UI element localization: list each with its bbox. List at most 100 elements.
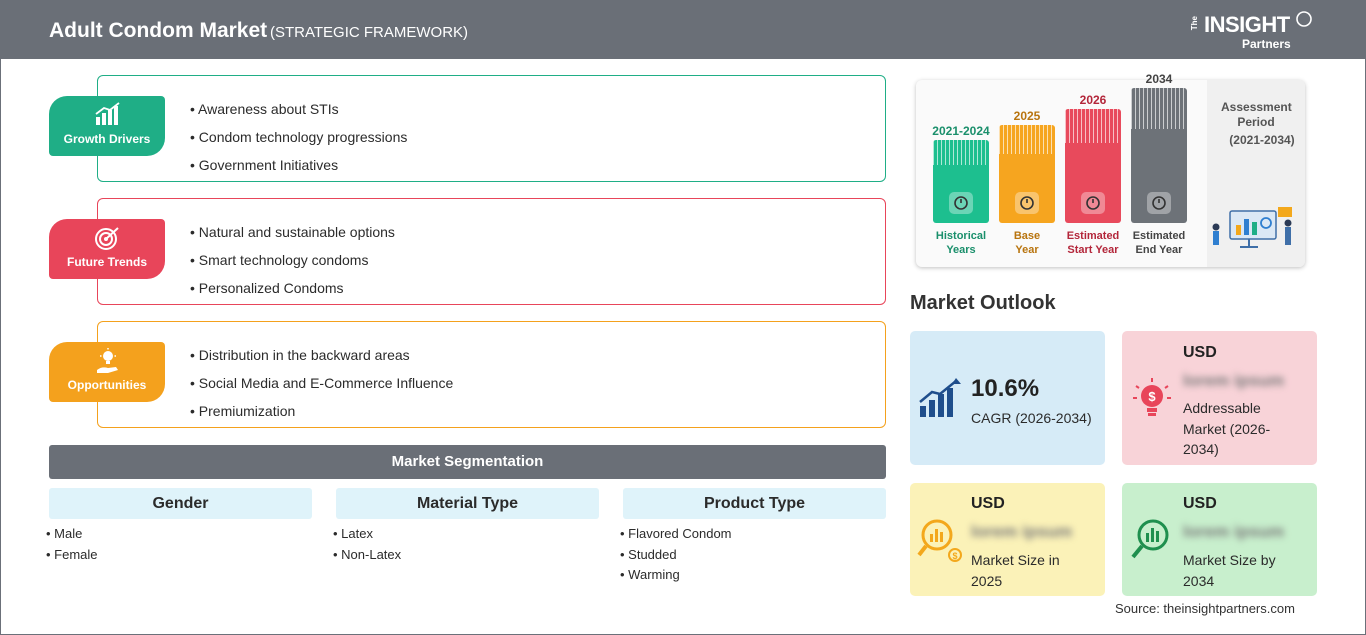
list-item: Natural and sustainable options	[190, 218, 395, 246]
size-2034-label: Market Size by 2034	[1183, 550, 1276, 591]
addressable-label: Addressable Market (2026- 2034)	[1183, 398, 1270, 460]
magnifier-chart-icon	[1131, 519, 1169, 559]
segment-header-gender: Gender	[49, 488, 312, 519]
magnifier-chart-icon: $	[917, 519, 962, 562]
assessment-bar	[1065, 109, 1121, 223]
logo-the-text: The	[1190, 16, 1199, 31]
opportunities-label: Opportunities	[67, 378, 147, 392]
size-2025-usd: USD	[971, 495, 1005, 512]
assessment-bar-label-line: Base	[1013, 230, 1041, 242]
growth-drivers-badge: Growth Drivers	[49, 96, 165, 156]
source-text[interactable]: Source: theinsightpartners.com	[1115, 601, 1295, 616]
size-2034-usd: USD	[1183, 495, 1217, 512]
list-item: Studded	[620, 545, 732, 566]
svg-text:$: $	[952, 551, 957, 561]
market-segmentation-header: Market Segmentation	[49, 445, 886, 479]
opportunities-box: Distribution in the backward areas Socia…	[97, 321, 886, 428]
addressable-value-blurred: lorem ipsum	[1183, 371, 1285, 390]
size-2034-label-line: 2034	[1183, 572, 1215, 589]
list-item: Smart technology condoms	[190, 246, 395, 274]
logo-partners-text: Partners	[1242, 37, 1291, 51]
opportunities-list: Distribution in the backward areas Socia…	[190, 341, 453, 425]
history-icon	[948, 191, 974, 220]
segment-header-product-type: Product Type	[623, 488, 886, 519]
list-item: Government Initiatives	[190, 151, 407, 179]
analytics-people-icon	[1212, 207, 1292, 248]
size-2025-label-line: 2025	[971, 572, 1003, 589]
list-item: Latex	[333, 524, 401, 545]
market-outlook-title: Market Outlook	[910, 292, 1056, 314]
assessment-bar-label-line: Estimated	[1132, 230, 1186, 242]
addressable-label-line: Market (2026-	[1183, 420, 1271, 437]
cagr-label: CAGR (2026-2034)	[971, 410, 1092, 426]
assessment-bar-label-line: Historical	[935, 230, 987, 242]
list-item: Male	[46, 524, 98, 545]
list-item: Warming	[620, 565, 732, 586]
growth-drivers-box: Awareness about STIs Condom technology p…	[97, 75, 886, 182]
growth-drivers-label: Growth Drivers	[63, 132, 151, 146]
size-2034-value-blurred: lorem ipsum	[1183, 522, 1285, 541]
presentation-icon	[1146, 191, 1172, 220]
assessment-bar-year: 2021-2024	[932, 124, 990, 138]
addressable-label-line: Addressable	[1183, 400, 1261, 416]
growth-drivers-list: Awareness about STIs Condom technology p…	[190, 95, 407, 179]
assessment-bar-year: 2025	[1013, 109, 1041, 123]
lightbulb-dollar-icon: $	[1133, 378, 1171, 416]
page-subtitle: (STRATEGIC FRAMEWORK)	[270, 24, 469, 41]
list-item: Condom technology progressions	[190, 123, 408, 151]
assessment-bar-stripe	[1131, 88, 1187, 129]
list-item: Awareness about STIs	[190, 95, 407, 123]
assessment-bar-label-line: Year	[1015, 244, 1039, 256]
segment-header-material-type: Material Type	[336, 488, 599, 519]
assessment-title: Assessment Period	[1221, 100, 1292, 129]
addressable-usd: USD	[1183, 344, 1217, 361]
size-2025-value-blurred: lorem ipsum	[971, 522, 1073, 541]
size-2025-label-line: Market Size in	[971, 552, 1060, 568]
list-item: Non-Latex	[333, 545, 401, 566]
lightbulb-hand-icon	[97, 348, 118, 373]
future-trends-label: Future Trends	[66, 255, 147, 269]
list-item: Distribution in the backward areas	[190, 341, 453, 369]
opportunities-badge: Opportunities	[49, 342, 165, 402]
svg-text:$: $	[1148, 389, 1156, 404]
assessment-bar	[999, 125, 1055, 223]
segment-list-material-type: Latex Non-Latex	[333, 524, 401, 565]
list-item: Female	[46, 545, 97, 566]
page-title: Adult Condom Market	[49, 19, 268, 42]
list-item: Personalized Condoms	[190, 274, 395, 302]
size-2034-label-line: Market Size by	[1183, 552, 1276, 568]
assessment-bar-stripe	[1065, 109, 1121, 143]
assessment-bar-year: 2026	[1079, 93, 1107, 107]
future-trends-list: Natural and sustainable options Smart te…	[190, 218, 395, 302]
assessment-bar-label-line: Estimated	[1066, 230, 1120, 242]
size-2025-label: Market Size in 2025	[971, 550, 1060, 591]
assessment-bar-stripe	[999, 125, 1055, 154]
segment-list-product-type: Flavored Condom Studded Warming	[620, 524, 732, 586]
header-bar: Adult Condom Market (STRATEGIC FRAMEWORK…	[0, 0, 1366, 59]
future-trends-box: Natural and sustainable options Smart te…	[97, 198, 886, 305]
logo-swoosh-icon	[1296, 11, 1312, 27]
assessment-bar-stripe	[933, 140, 989, 165]
calendar-icon	[1014, 191, 1040, 220]
target-icon	[95, 227, 119, 250]
projector-icon	[1080, 191, 1106, 220]
assessment-bar-label-line: Start Year	[1067, 244, 1119, 256]
list-item: Premiumization	[190, 397, 453, 425]
assessment-bar-label-line: End Year	[1135, 244, 1183, 256]
cagr-value: 10.6%	[971, 375, 1040, 402]
market-size-2034-card	[1122, 483, 1317, 596]
list-item: Flavored Condom	[620, 524, 731, 545]
future-trends-badge: Future Trends	[49, 219, 165, 279]
insight-partners-logo[interactable]: The INSIGHT Partners	[1190, 10, 1315, 52]
addressable-label-line: 2034)	[1183, 441, 1219, 457]
assessment-bar-year: 2034	[1145, 72, 1173, 86]
logo-main-text: INSIGHT	[1204, 12, 1290, 37]
growth-chart-icon	[95, 102, 120, 125]
assessment-range: (2021-2034)	[1229, 133, 1295, 147]
growth-chart-icon	[919, 378, 961, 417]
assessment-bar-label-line: Years	[946, 244, 976, 256]
